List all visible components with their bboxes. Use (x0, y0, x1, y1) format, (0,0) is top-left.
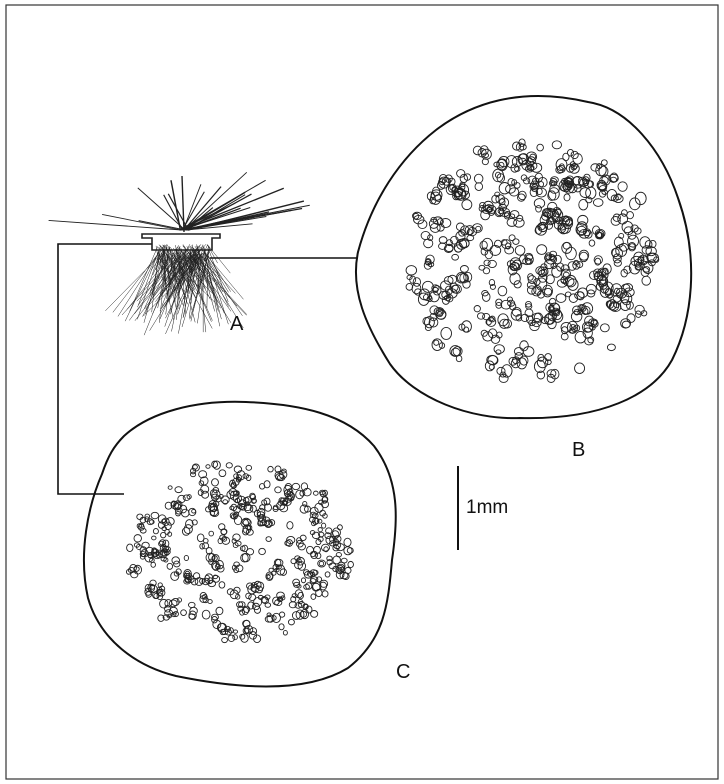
panel-a-label: A (230, 314, 243, 334)
cells-c (126, 461, 353, 643)
figure-border (6, 5, 718, 779)
cells-b (406, 139, 659, 383)
scale-bar-label: 1mm (466, 498, 508, 517)
panel-b-label: B (572, 440, 585, 460)
plant-drawing (49, 172, 310, 335)
panel-c-label: C (396, 662, 410, 682)
